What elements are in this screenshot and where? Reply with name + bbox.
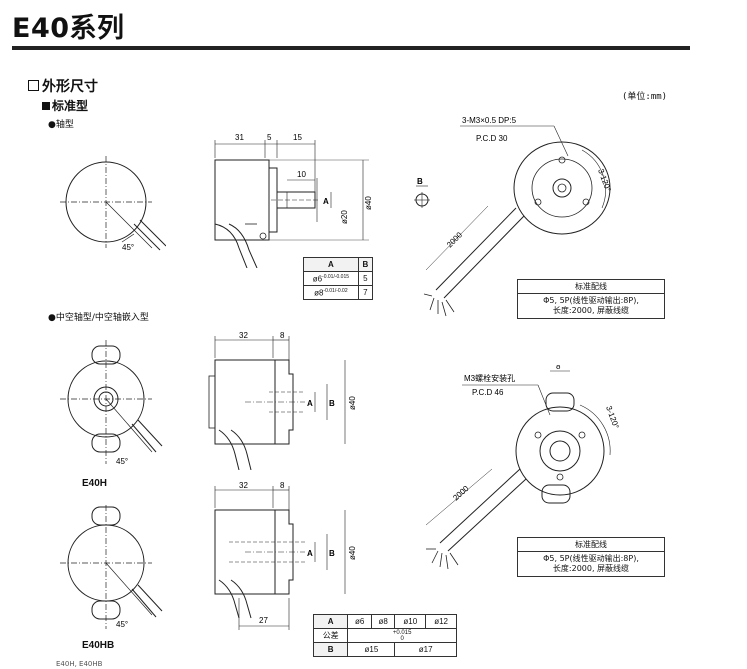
dim-31: 31 [235,133,244,142]
table-head-b: B [357,257,374,272]
cable-spec-title: 标准配线 [518,538,664,552]
hollow-rear-view: M3螺栓安装孔 P.C.D 46 8 3-120° 2000 [425,365,621,570]
section-title: 外形尺寸 [28,76,98,96]
dim-27-e40hb: 27 [259,616,268,625]
hollow-dim-8: 8 [556,365,561,371]
e40h-front-view: 45° [60,340,163,466]
dim-a-e40h: A [307,399,313,408]
cable-spec-line: 长度:2000, 屏蔽线缆 [552,306,630,315]
square-bullet-icon [42,102,50,110]
hollow-cable-length: 2000 [451,484,471,503]
cable-spec-line: 长度:2000, 屏蔽线缆 [552,564,630,573]
dim-10: 10 [297,170,306,179]
hollow-type-label: ●中空轴型/中空轴嵌入型 [48,313,149,323]
e40hb-side-view: 32 8 27 A B ø40 [214,481,357,630]
shaft-side-view: 31 5 15 10 A ø20 ø40 [214,133,373,268]
dim-32-e40hb: 32 [239,481,248,490]
shaft-screw-note: 3-M3×0.5 DP:5 [462,116,517,125]
dim-15: 15 [293,133,302,142]
hollow-screw-note: M3螺栓安装孔 [464,373,515,383]
model-e40h: E40H [82,478,108,489]
dim-dia40-e40hb: ø40 [348,546,357,560]
shaft-cable-length: 2000 [445,230,464,249]
dim-a-shaft: A [323,197,329,206]
unit-note: (单位:mm) [622,92,668,102]
shaft-angle-text: 45° [122,243,134,252]
dim-dia20: ø20 [340,210,349,224]
dim-a-e40hb: A [307,549,313,558]
shaft-pcd-note: P.C.D 30 [476,134,508,143]
dim-dia40-e40h: ø40 [348,396,357,410]
dim-32-e40h: 32 [239,331,248,340]
e40h-side-view: 32 8 A B ø40 [208,331,357,470]
dim-5: 5 [267,133,272,142]
cable-spec-line: Φ5, 5P(线性驱动输出:8P), [543,554,639,563]
dim-b-e40hb: B [329,549,335,558]
shaft-angle-note: 3-120° [596,168,613,193]
cable-spec-title: 标准配线 [518,280,664,294]
e40hb-angle-text: 45° [116,620,128,629]
table-head-a: A [303,257,359,272]
hollow-pcd-note: P.C.D 46 [472,388,504,397]
title-rule [12,46,690,50]
table-row: B ø15 ø17 [312,642,457,657]
shaft-b-detail: B [414,177,430,208]
dim-dia40-shaft: ø40 [364,196,373,210]
dim-b-e40h: B [329,399,335,408]
dim-8-e40hb: 8 [280,481,285,490]
footer-note: E40H, E40HB [56,660,103,668]
shaft-front-view: 45° [60,156,166,252]
model-e40hb: E40HB [82,640,115,651]
subsection-title: 标准型 [42,97,88,114]
dim-8-e40h: 8 [280,331,285,340]
hollow-cable-spec: 标准配线 Φ5, 5P(线性驱动输出:8P),长度:2000, 屏蔽线缆 [517,537,665,577]
table-row: A ø6 ø8 ø10 ø12 [312,614,457,629]
shaft-cable-spec: 标准配线 Φ5, 5P(线性驱动输出:8P),长度:2000, 屏蔽线缆 [517,279,665,319]
dim-b-detail: B [417,177,423,186]
page-title: E40系列 [12,13,125,44]
hollow-angle-note: 3-120° [604,405,621,430]
e40h-angle-text: 45° [116,457,128,466]
e40hb-front-view: 45° [60,505,163,629]
shaft-rear-view: 3-M3×0.5 DP:5 P.C.D 30 3-120° 2000 [423,116,613,317]
section-box-icon [28,80,39,91]
shaft-type-label: ●轴型 [48,120,74,130]
cable-spec-line: Φ5, 5P(线性驱动输出:8P), [543,296,639,305]
